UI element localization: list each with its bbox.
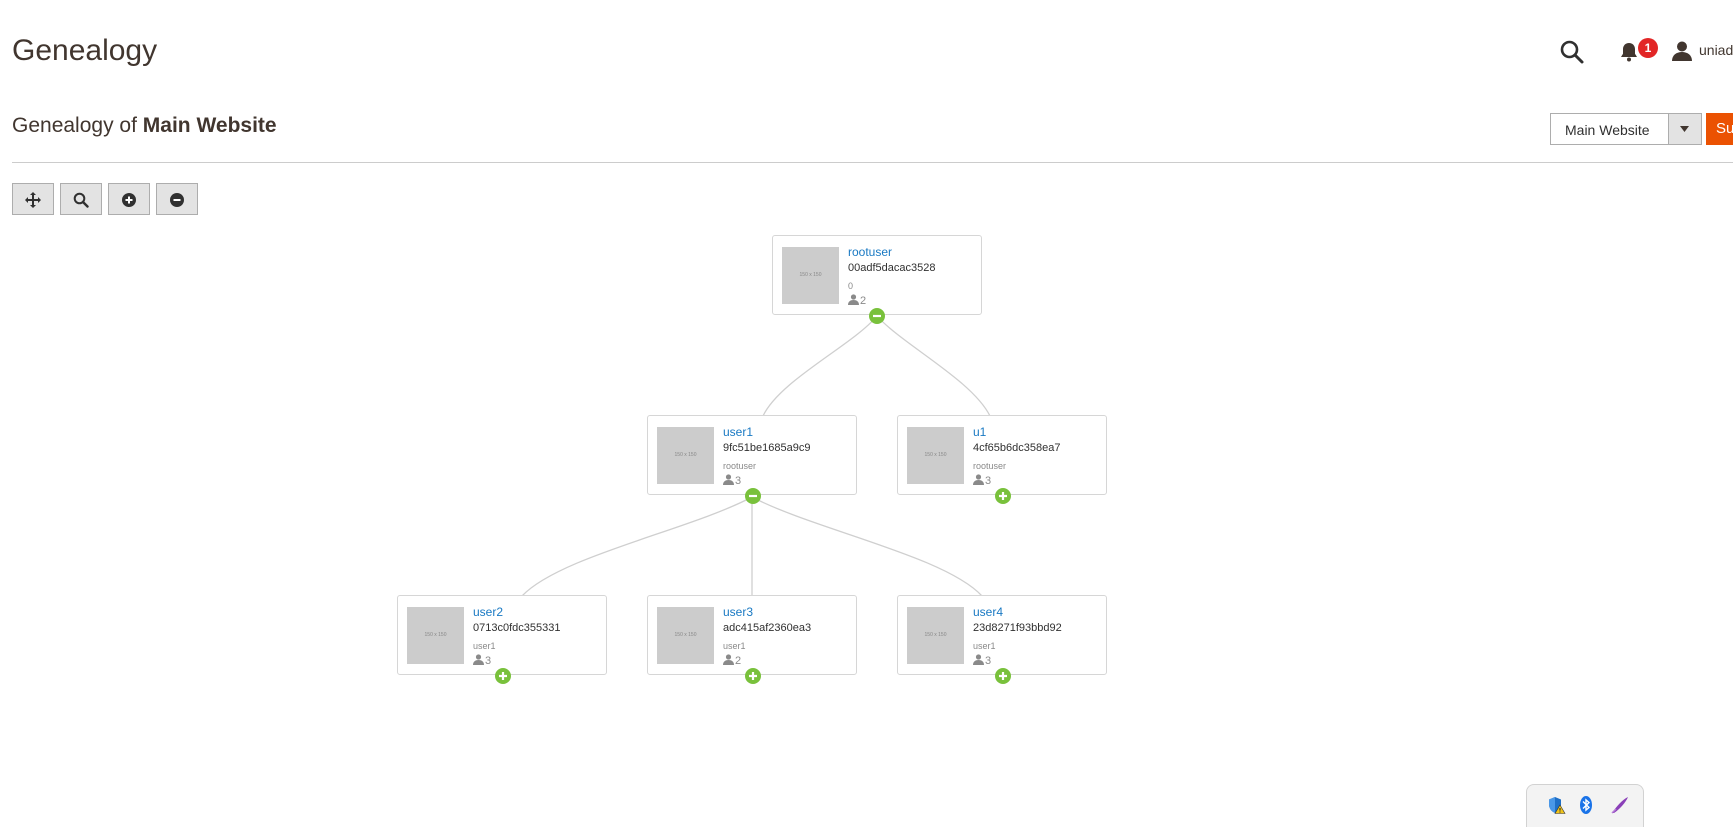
page-subtitle: Genealogy of Main Website: [12, 114, 277, 138]
node-parent: rootuser: [973, 461, 1007, 471]
node-name[interactable]: user2: [473, 605, 504, 619]
expand-node-icon[interactable]: [495, 668, 511, 684]
avatar: 150 x 150: [907, 607, 964, 664]
connector-line: [876, 315, 991, 417]
expand-node-icon[interactable]: [745, 668, 761, 684]
avatar-placeholder-text: 150 x 150: [924, 452, 947, 458]
node-children-count: 2: [848, 294, 866, 307]
node-code: 00adf5dacac3528: [848, 262, 936, 274]
website-select-value: Main Website: [1565, 122, 1650, 138]
node-name[interactable]: rootuser: [848, 245, 893, 259]
tree-node[interactable]: 150 x 150 rootuser 00adf5dacac3528 0 2: [772, 235, 982, 324]
subtitle-website: Main Website: [142, 114, 277, 137]
node-count-value: 3: [985, 475, 992, 487]
divider: [12, 162, 1733, 163]
collapse-node-icon[interactable]: [745, 488, 761, 504]
submit-button[interactable]: Submit: [1706, 113, 1733, 145]
expand-node-icon[interactable]: [995, 668, 1011, 684]
subtitle-prefix: Genealogy of: [12, 114, 137, 137]
chevron-down-icon[interactable]: [1668, 114, 1701, 144]
website-select[interactable]: Main Website: [1550, 113, 1702, 145]
avatar: 150 x 150: [407, 607, 464, 664]
node-parent: user1: [473, 641, 496, 651]
avatar: 150 x 150: [657, 427, 714, 484]
expand-node-icon[interactable]: [995, 488, 1011, 504]
zoom-button[interactable]: [60, 183, 102, 215]
connector-line: [762, 315, 878, 417]
avatar: 150 x 150: [907, 427, 964, 484]
page-title: Genealogy: [12, 34, 158, 67]
node-parent: user1: [973, 641, 996, 651]
avatar: 150 x 150: [782, 247, 839, 304]
node-count-value: 2: [735, 655, 742, 667]
node-children-count: 3: [973, 654, 991, 667]
node-parent: 0: [848, 281, 854, 291]
connector-line: [751, 496, 983, 597]
avatar-placeholder-text: 150 x 150: [924, 632, 947, 638]
avatar-placeholder-text: 150 x 150: [424, 632, 447, 638]
user-icon: [973, 474, 984, 485]
tree-node[interactable]: 150 x 150 user3 adc415af2360ea3 user1 2: [647, 595, 857, 684]
user-icon: [473, 654, 484, 665]
node-parent: user1: [723, 641, 746, 651]
security-warning-icon[interactable]: [1546, 795, 1566, 815]
search-icon[interactable]: [1559, 39, 1585, 65]
collapse-all-button[interactable]: [156, 183, 198, 215]
pen-icon[interactable]: [1610, 795, 1630, 815]
expand-all-icon: [122, 193, 136, 207]
zoom-icon: [73, 192, 89, 208]
user-name[interactable]: uniadmin: [1699, 42, 1733, 58]
node-parent: rootuser: [723, 461, 757, 471]
node-code: 23d8271f93bbd92: [973, 622, 1062, 634]
avatar-placeholder-text: 150 x 150: [674, 632, 697, 638]
user-icon: [848, 294, 859, 305]
user-icon: [973, 654, 984, 665]
move-button[interactable]: [12, 183, 54, 215]
node-count-value: 3: [735, 475, 742, 487]
user-icon: [723, 474, 734, 485]
user-icon: [723, 654, 734, 665]
tree-node[interactable]: 150 x 150 user1 9fc51be1685a9c9 rootuser…: [647, 415, 857, 504]
node-code: adc415af2360ea3: [723, 622, 812, 634]
node-count-value: 3: [985, 655, 992, 667]
system-tray-popup: [1526, 784, 1644, 827]
node-code: 4cf65b6dc358ea7: [973, 442, 1061, 454]
node-name[interactable]: user4: [973, 605, 1004, 619]
node-code: 0713c0fdc355331: [473, 622, 561, 634]
node-count-value: 2: [860, 295, 867, 307]
move-icon: [25, 192, 41, 208]
collapse-all-icon: [170, 193, 184, 207]
node-children-count: 3: [723, 474, 741, 487]
tree-node[interactable]: 150 x 150 u1 4cf65b6dc358ea7 rootuser 3: [897, 415, 1107, 504]
collapse-node-icon[interactable]: [869, 308, 885, 324]
connector-line: [521, 496, 753, 597]
tree-node[interactable]: 150 x 150 user2 0713c0fdc355331 user1 3: [397, 595, 607, 684]
node-code: 9fc51be1685a9c9: [723, 442, 811, 454]
node-name[interactable]: user3: [723, 605, 754, 619]
header-actions: 1 uniadmin: [1555, 36, 1733, 66]
user-icon[interactable]: [1671, 40, 1693, 62]
notification-badge[interactable]: 1: [1638, 38, 1658, 58]
avatar-placeholder-text: 150 x 150: [799, 272, 822, 278]
node-count-value: 3: [485, 655, 492, 667]
node-children-count: 3: [973, 474, 991, 487]
bell-icon[interactable]: [1617, 40, 1641, 64]
expand-all-button[interactable]: [108, 183, 150, 215]
bluetooth-icon[interactable]: [1576, 795, 1596, 815]
node-name[interactable]: user1: [723, 425, 754, 439]
node-children-count: 2: [723, 654, 741, 667]
node-name[interactable]: u1: [973, 425, 987, 439]
tree-node[interactable]: 150 x 150 user4 23d8271f93bbd92 user1 3: [897, 595, 1107, 684]
node-children-count: 3: [473, 654, 491, 667]
avatar-placeholder-text: 150 x 150: [674, 452, 697, 458]
avatar: 150 x 150: [657, 607, 714, 664]
